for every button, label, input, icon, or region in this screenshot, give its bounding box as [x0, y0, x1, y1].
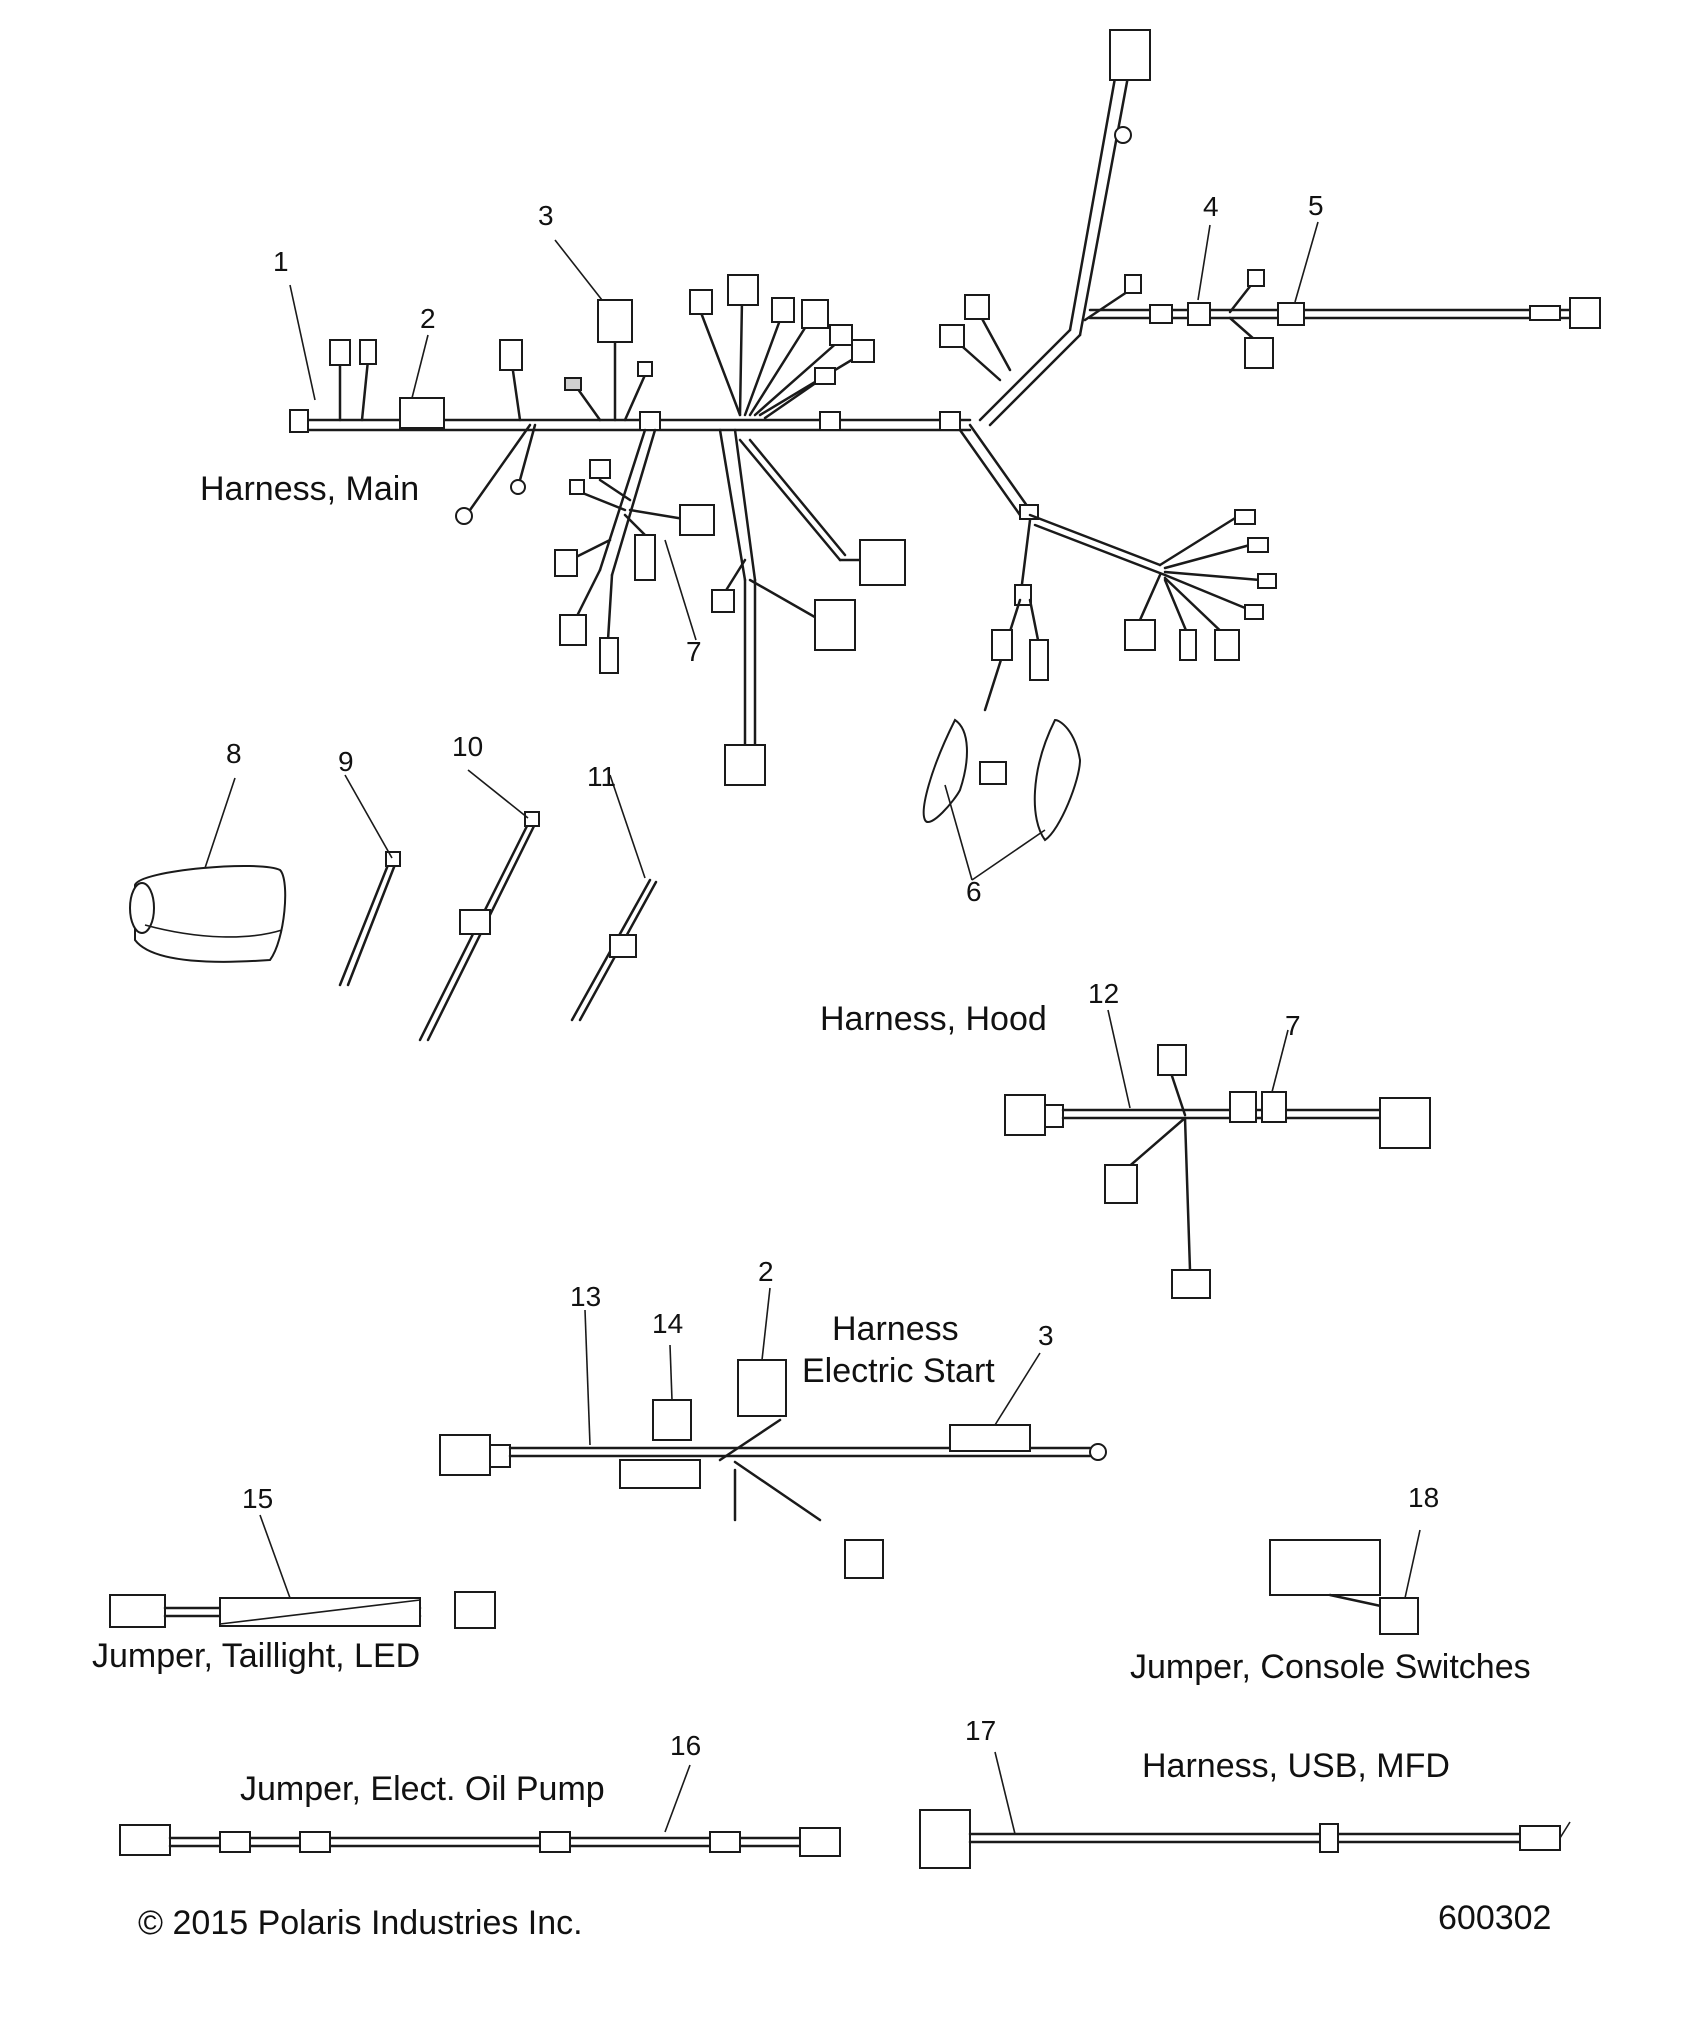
callout-main-2: 2: [420, 303, 436, 334]
harness-electric-start-label-line1: Harness: [832, 1310, 959, 1348]
electric-start-harness-drawing: [439, 1359, 1107, 1579]
callout-console-18: 18: [1408, 1482, 1440, 1513]
callout-main-3: 3: [538, 200, 554, 231]
callout-start-3: 3: [1038, 1320, 1054, 1351]
callout-tie-10: 10: [452, 731, 484, 762]
callout-tie-11: 11: [587, 761, 617, 792]
callout-tie-9: 9: [338, 746, 354, 777]
harness-electric-start-label-line2: Electric Start: [802, 1352, 995, 1390]
callout-usb-17: 17: [965, 1715, 997, 1746]
callout-start-13: 13: [570, 1281, 602, 1312]
diagram-id: 600302: [1438, 1899, 1552, 1937]
callout-start-2: 2: [758, 1256, 774, 1287]
main-harness-drawing: [289, 29, 1601, 842]
console-jumper-drawing: [1269, 1539, 1419, 1635]
callout-taillight-15: 15: [242, 1483, 274, 1514]
jumper-oil-pump-label: Jumper, Elect. Oil Pump: [240, 1770, 605, 1808]
callout-oil-16: 16: [670, 1730, 702, 1761]
hood-harness-drawing: [1004, 1044, 1431, 1299]
harness-hood-label: Harness, Hood: [820, 1000, 1047, 1038]
callout-main-1: 1: [273, 246, 289, 277]
copyright-notice: © 2015 Polaris Industries Inc.: [138, 1904, 583, 1942]
callout-main-6: 6: [966, 876, 982, 907]
oil-pump-jumper-drawing: [119, 1824, 841, 1857]
taillight-jumper-drawing: [109, 1591, 496, 1629]
callout-main-5: 5: [1308, 190, 1324, 221]
callout-hood-7: 7: [1285, 1010, 1301, 1041]
callout-main-4: 4: [1203, 191, 1219, 222]
callout-main-7: 7: [686, 636, 702, 667]
callout-hood-12: 12: [1088, 978, 1120, 1009]
callout-start-14: 14: [652, 1308, 684, 1339]
jumper-console-label: Jumper, Console Switches: [1130, 1648, 1531, 1686]
callout-clip-8: 8: [226, 738, 242, 769]
harness-usb-label: Harness, USB, MFD: [1142, 1747, 1450, 1785]
small-parts-drawing: [129, 811, 658, 1042]
leader-lines: [204, 221, 1421, 1835]
harness-main-label: Harness, Main: [200, 470, 420, 508]
usb-harness-drawing: [919, 1809, 1571, 1869]
jumper-taillight-label: Jumper, Taillight, LED: [92, 1637, 421, 1675]
